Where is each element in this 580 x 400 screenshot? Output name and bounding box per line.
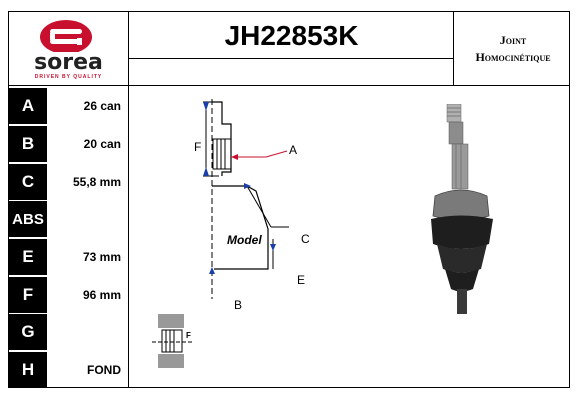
- body-outline: [212, 185, 269, 270]
- category-line-2: Homocinétique: [475, 50, 551, 64]
- dimension-diagram: A F Model C E B: [194, 99, 310, 309]
- spec-letter-h: H: [9, 352, 47, 388]
- arrow-icon: [244, 183, 251, 189]
- section-shape: [158, 354, 184, 368]
- spec-letter-c: C: [9, 164, 47, 200]
- diagram-label-b: B: [234, 298, 242, 309]
- rubber-boot: [437, 244, 487, 273]
- brand-logo-mark: [40, 20, 92, 52]
- mini-label-f: F: [186, 331, 191, 340]
- spec-value-h: FOND: [87, 363, 121, 377]
- spec-value-a: 26 can: [83, 99, 121, 113]
- spec-value-c: 55,8 mm: [72, 175, 121, 189]
- spline-outline: [212, 138, 232, 170]
- mini-section-diagram: F: [152, 314, 192, 368]
- part-number: JH22853K: [224, 20, 359, 51]
- grid-line: [453, 12, 454, 85]
- diagram-label-f: F: [194, 140, 201, 154]
- spec-value-f: 96 mm: [82, 288, 121, 302]
- section-shape: [158, 314, 184, 328]
- spec-value-abs: [49, 201, 125, 237]
- spec-value-e: 73 mm: [82, 250, 121, 264]
- spec-letter-a: A: [9, 88, 47, 124]
- pointer-line-a: [265, 150, 288, 158]
- spec-letter-f: F: [9, 277, 47, 313]
- shaft-spline: [448, 121, 464, 145]
- spec-letter-e: E: [9, 239, 47, 275]
- product-sheet: sorea DRIVEN BY QUALITY JH22853K Joint H…: [8, 11, 570, 388]
- grid-line: [128, 12, 129, 388]
- spec-letter-abs: ABS: [9, 201, 47, 237]
- product-category: Joint Homocinétique: [455, 32, 571, 66]
- arrow-icon: [231, 154, 238, 160]
- shaft-tip: [446, 104, 462, 123]
- arrow-icon: [209, 267, 215, 274]
- product-image: [431, 104, 493, 314]
- brand-name: sorea: [34, 50, 103, 75]
- arrow-icon: [203, 102, 209, 111]
- diagram-label-a: A: [289, 143, 297, 157]
- diagram-label-c: C: [301, 232, 310, 246]
- grid-line: [9, 85, 570, 86]
- output-shaft: [457, 289, 467, 314]
- rubber-boot: [445, 269, 479, 292]
- joint-housing: [432, 189, 490, 221]
- category-line-1: Joint: [499, 33, 527, 47]
- spec-letter-b: B: [9, 126, 47, 162]
- grid-line: [129, 58, 453, 59]
- shaft-outline: [212, 101, 232, 176]
- rubber-boot: [431, 215, 493, 249]
- brand-logo: sorea DRIVEN BY QUALITY: [9, 12, 128, 85]
- shaft-body: [451, 143, 469, 190]
- model-label: Model: [227, 233, 262, 247]
- body-line: [246, 185, 272, 228]
- spec-value-b: 20 can: [83, 137, 121, 151]
- spec-letter-g: G: [9, 314, 47, 350]
- spec-value-g: [49, 314, 125, 350]
- arrow-icon: [270, 244, 276, 251]
- arrow-icon: [203, 167, 209, 176]
- section-shape: [161, 329, 183, 353]
- diagram-label-e: E: [297, 273, 305, 287]
- brand-tagline: DRIVEN BY QUALITY: [34, 74, 103, 80]
